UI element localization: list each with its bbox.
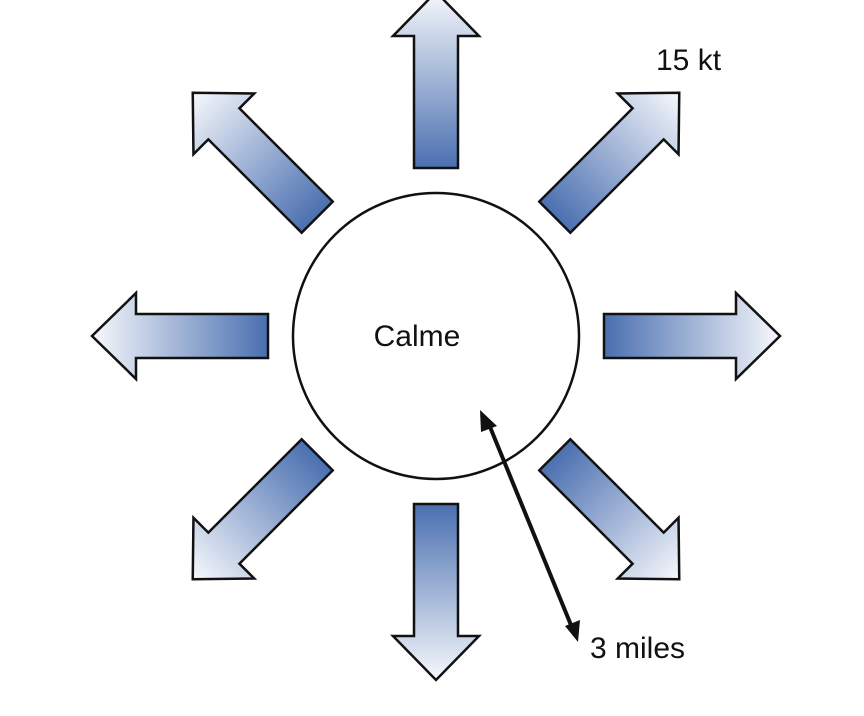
radius-arrowhead-bottom bbox=[565, 620, 580, 642]
wind-arrow-south bbox=[390, 502, 482, 682]
wind-arrow-north bbox=[390, 0, 482, 170]
wind-arrow-northeast bbox=[537, 91, 681, 235]
wind-arrow-southeast bbox=[537, 437, 681, 581]
radius-label: 3 miles bbox=[590, 632, 685, 665]
wind-arrow-northwest bbox=[191, 91, 335, 235]
wind-arrow-southwest bbox=[191, 437, 335, 581]
center-label: Calme bbox=[374, 320, 461, 353]
radius-arrow bbox=[480, 410, 580, 642]
wind-speed-label: 15 kt bbox=[656, 44, 722, 77]
calm-circle bbox=[291, 191, 581, 481]
radius-arrowhead-top bbox=[480, 410, 497, 432]
wind-arrows bbox=[90, 0, 782, 682]
wind-arrow-west bbox=[90, 290, 270, 382]
wind-arrow-east bbox=[602, 290, 782, 382]
